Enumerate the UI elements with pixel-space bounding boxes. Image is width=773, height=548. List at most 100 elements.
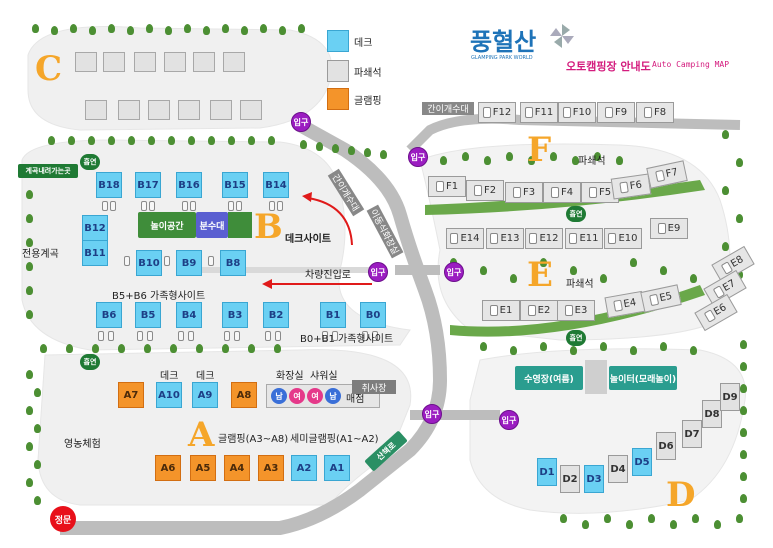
site-f4[interactable]: F4 (543, 182, 581, 203)
site-b5[interactable]: B5 (135, 302, 161, 328)
site-e12[interactable]: E12 (525, 228, 563, 249)
site-b14[interactable]: B14 (263, 172, 289, 198)
tree-icon (506, 152, 513, 161)
entrance-marker-f[interactable]: 입구 (408, 147, 428, 167)
site-d2[interactable]: D2 (560, 465, 580, 493)
site-f5[interactable]: F5 (581, 182, 619, 203)
toilet-female-icon: 여 (289, 388, 305, 404)
car-slot-icon (643, 107, 652, 118)
entrance-marker-e[interactable]: 입구 (444, 262, 464, 282)
tree-icon (722, 130, 729, 139)
zone-a-letter: A (188, 415, 215, 455)
site-d8[interactable]: D8 (702, 400, 722, 428)
site-e13[interactable]: E13 (486, 228, 524, 249)
toilet-label: 화장실 (276, 371, 304, 382)
site-f2[interactable]: F2 (466, 180, 504, 201)
site-d4[interactable]: D4 (608, 455, 628, 483)
valley-only-label: 전용계곡 (22, 249, 59, 260)
tree-icon (740, 494, 747, 503)
zone-c-site[interactable] (178, 100, 200, 120)
entrance-marker-b[interactable]: 입구 (368, 262, 388, 282)
site-b0[interactable]: B0 (360, 302, 386, 328)
site-b15[interactable]: B15 (222, 172, 248, 198)
site-label: E11 (579, 233, 599, 244)
zone-c-site[interactable] (103, 52, 125, 72)
site-b9[interactable]: B9 (176, 250, 202, 276)
site-b16[interactable]: B16 (176, 172, 202, 198)
site-b11[interactable]: B11 (82, 240, 108, 266)
site-f10[interactable]: F10 (558, 102, 596, 123)
car-slot-icon (450, 233, 459, 244)
tree-icon (570, 266, 577, 275)
tree-icon (600, 274, 607, 283)
site-f1[interactable]: F1 (428, 176, 466, 197)
site-b2[interactable]: B2 (263, 302, 289, 328)
site-a8[interactable]: A8 (231, 382, 257, 408)
site-label: F4 (560, 187, 574, 198)
zone-c-site[interactable] (240, 100, 262, 120)
site-e9[interactable]: E9 (650, 218, 688, 239)
pool-block[interactable]: 수영장(여름) (515, 366, 583, 390)
site-a4[interactable]: A4 (224, 455, 250, 481)
site-label: E4 (622, 297, 638, 311)
zone-c-site[interactable] (134, 52, 156, 72)
playground-block[interactable]: 놀이공간 (138, 212, 196, 238)
zone-c-site[interactable] (118, 100, 140, 120)
site-d1[interactable]: D1 (537, 458, 557, 486)
zone-c-site[interactable] (193, 52, 215, 72)
zone-c-site[interactable] (75, 52, 97, 72)
site-e14[interactable]: E14 (446, 228, 484, 249)
fountain-block[interactable]: 분수대 (196, 212, 228, 238)
zone-c-site[interactable] (223, 52, 245, 72)
zone-c-site[interactable] (210, 100, 232, 120)
site-a3[interactable]: A3 (258, 455, 284, 481)
site-b4[interactable]: B4 (176, 302, 202, 328)
sandplay-block[interactable]: 놀이터(모래놀이) (609, 366, 677, 390)
zone-c-site[interactable] (85, 100, 107, 120)
parking-slot-icon (228, 201, 234, 211)
site-b1[interactable]: B1 (320, 302, 346, 328)
site-a7[interactable]: A7 (118, 382, 144, 408)
site-d9[interactable]: D9 (720, 383, 740, 411)
parking-slot-icon (224, 331, 230, 341)
site-f12[interactable]: F12 (478, 102, 516, 123)
tree-icon (184, 24, 191, 33)
site-d7[interactable]: D7 (682, 420, 702, 448)
site-e11[interactable]: E11 (565, 228, 603, 249)
site-b17[interactable]: B17 (135, 172, 161, 198)
site-b10[interactable]: B10 (136, 250, 162, 276)
zone-c-site[interactable] (148, 100, 170, 120)
site-e3[interactable]: E3 (557, 300, 595, 321)
tree-icon (203, 26, 210, 35)
site-a10[interactable]: A10 (156, 382, 182, 408)
site-d6[interactable]: D6 (656, 432, 676, 460)
site-f8[interactable]: F8 (636, 102, 674, 123)
site-e1[interactable]: E1 (482, 300, 520, 321)
site-b3[interactable]: B3 (222, 302, 248, 328)
site-a6[interactable]: A6 (155, 455, 181, 481)
site-b18[interactable]: B18 (96, 172, 122, 198)
site-f3[interactable]: F3 (505, 182, 543, 203)
entrance-marker-a[interactable]: 입구 (422, 404, 442, 424)
site-f11[interactable]: F11 (520, 102, 558, 123)
entrance-marker-d[interactable]: 입구 (499, 410, 519, 430)
site-e10[interactable]: E10 (604, 228, 642, 249)
tree-icon (740, 428, 747, 437)
cooking-tag: 취사장 (352, 380, 396, 394)
site-a2[interactable]: A2 (291, 455, 317, 481)
site-b12[interactable]: B12 (82, 215, 108, 241)
site-b6[interactable]: B6 (96, 302, 122, 328)
site-a9[interactable]: A9 (192, 382, 218, 408)
site-b8[interactable]: B8 (220, 250, 246, 276)
tree-icon (196, 344, 203, 353)
site-d3[interactable]: D3 (584, 465, 604, 493)
zone-c-site[interactable] (164, 52, 186, 72)
site-e2[interactable]: E2 (520, 300, 558, 321)
main-gate-marker[interactable]: 정문 (50, 506, 76, 532)
tree-icon (740, 406, 747, 415)
site-a1[interactable]: A1 (324, 455, 350, 481)
entrance-marker-north[interactable]: 입구 (291, 112, 311, 132)
site-d5[interactable]: D5 (632, 448, 652, 476)
site-a5[interactable]: A5 (190, 455, 216, 481)
site-f9[interactable]: F9 (597, 102, 635, 123)
